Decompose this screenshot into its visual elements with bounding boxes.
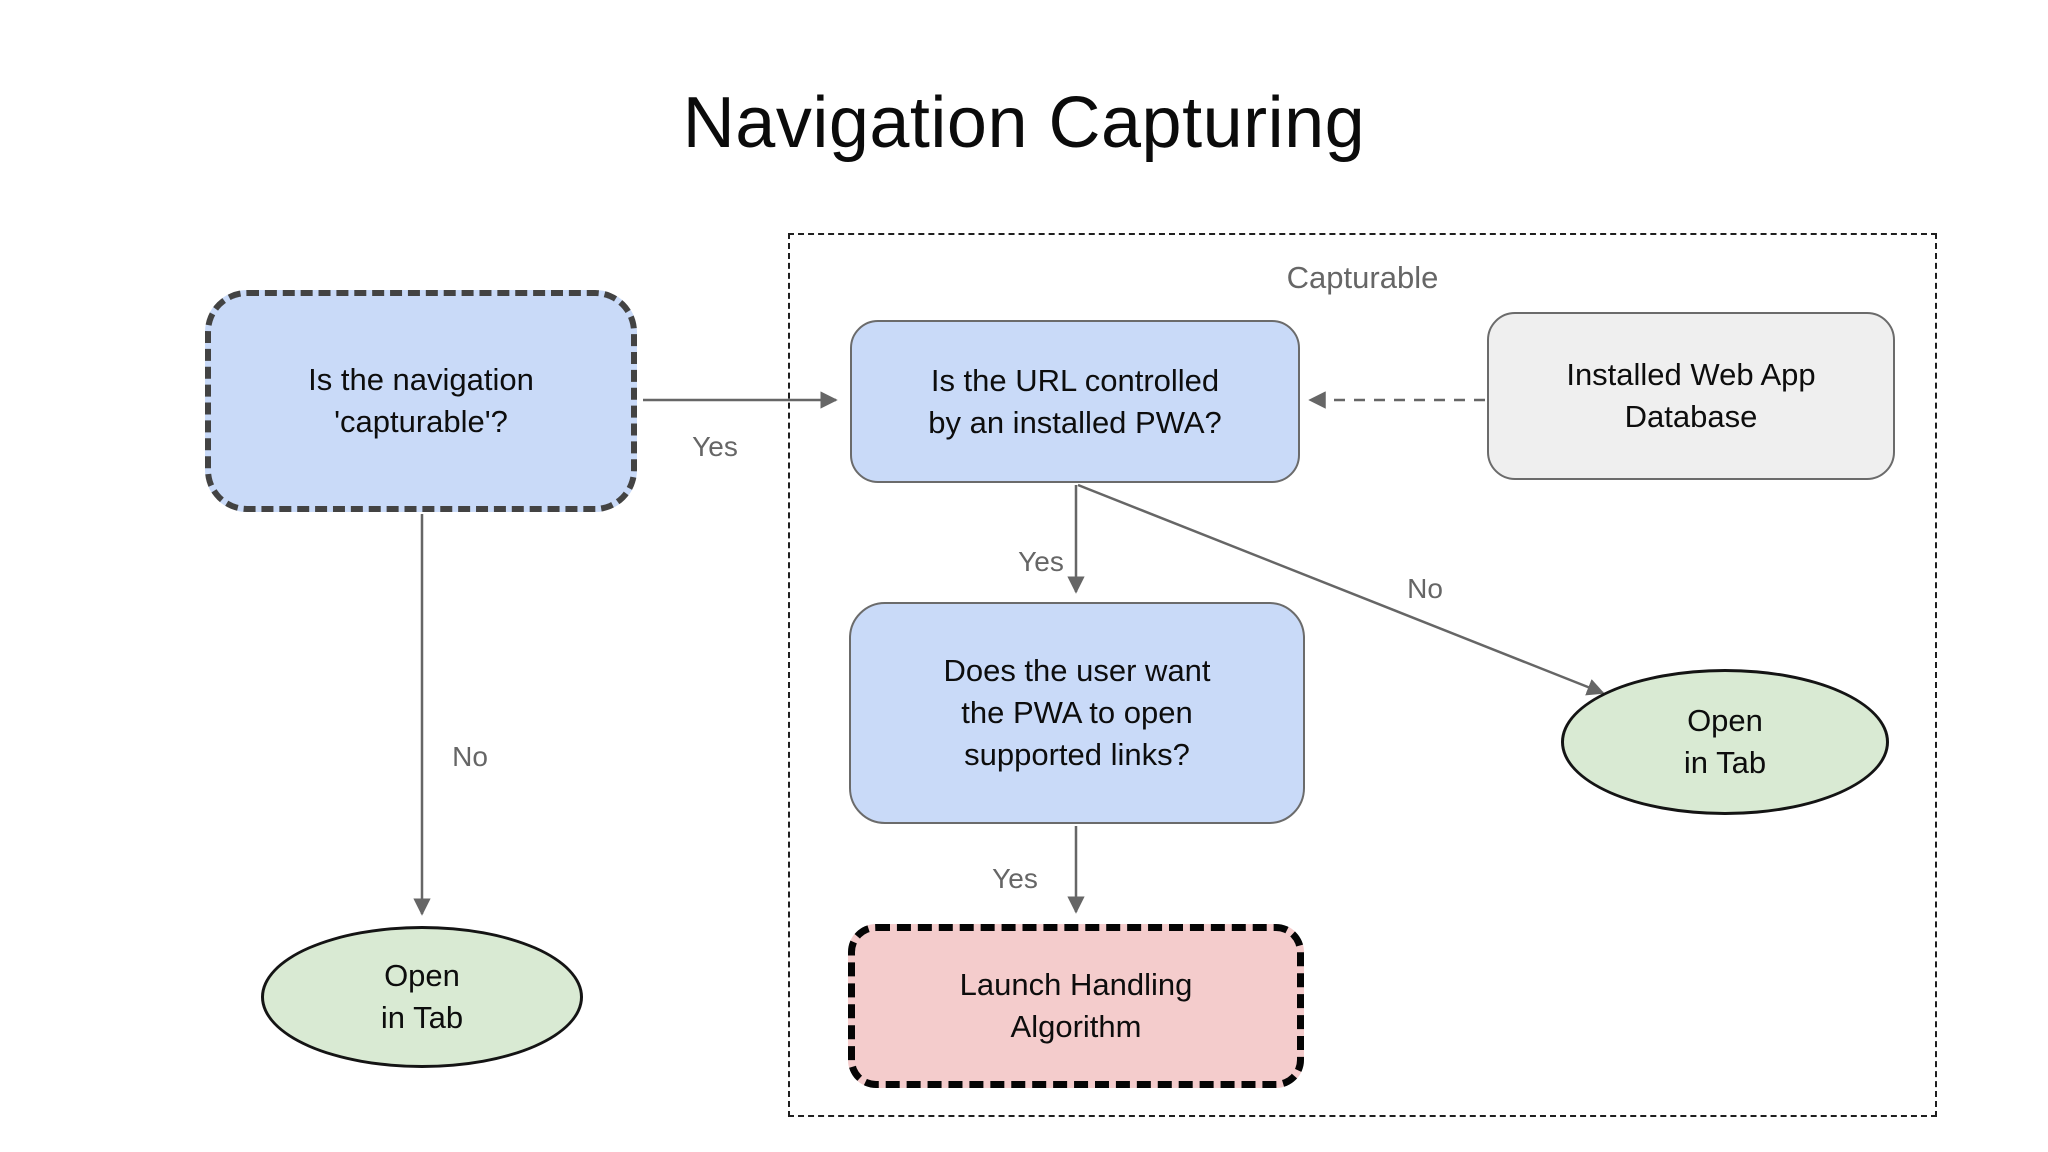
node-is-url-controlled-by-pwa-text: Is the URL controlled by an installed PW… <box>928 362 1222 440</box>
node-installed-web-app-database-text: Installed Web App Database <box>1566 357 1816 434</box>
terminal-open-in-tab-right-text: Open in Tab <box>1683 703 1767 780</box>
edge-label-capturable-yes: Yes <box>692 431 738 462</box>
node-is-url-controlled-by-pwa: Is the URL controlled by an installed PW… <box>850 320 1300 483</box>
diagram-title: Navigation Capturing <box>682 83 1366 163</box>
edge-label-url-no: No <box>1407 573 1443 604</box>
node-is-navigation-capturable: Is the navigation 'capturable'? <box>205 290 637 512</box>
capturable-group-label: Capturable <box>1286 260 1439 295</box>
node-does-user-want-pwa-links-text: Does the user want the PWA to open suppo… <box>943 653 1211 772</box>
node-launch-handling-algorithm-text: Launch Handling Algorithm <box>959 967 1193 1044</box>
terminal-open-in-tab-left: Open in Tab <box>261 926 583 1068</box>
edge-label-user-yes: Yes <box>992 863 1038 894</box>
edge-label-capturable-no: No <box>452 741 488 772</box>
terminal-open-in-tab-right: Open in Tab <box>1561 669 1889 815</box>
node-does-user-want-pwa-links: Does the user want the PWA to open suppo… <box>849 602 1305 824</box>
node-is-navigation-capturable-text: Is the navigation 'capturable'? <box>308 362 534 439</box>
node-launch-handling-algorithm: Launch Handling Algorithm <box>848 924 1304 1088</box>
capturable-group-outline <box>788 233 1937 1117</box>
terminal-open-in-tab-left-text: Open in Tab <box>380 958 464 1035</box>
edge-label-url-yes: Yes <box>1018 546 1064 577</box>
node-installed-web-app-database: Installed Web App Database <box>1487 312 1895 480</box>
